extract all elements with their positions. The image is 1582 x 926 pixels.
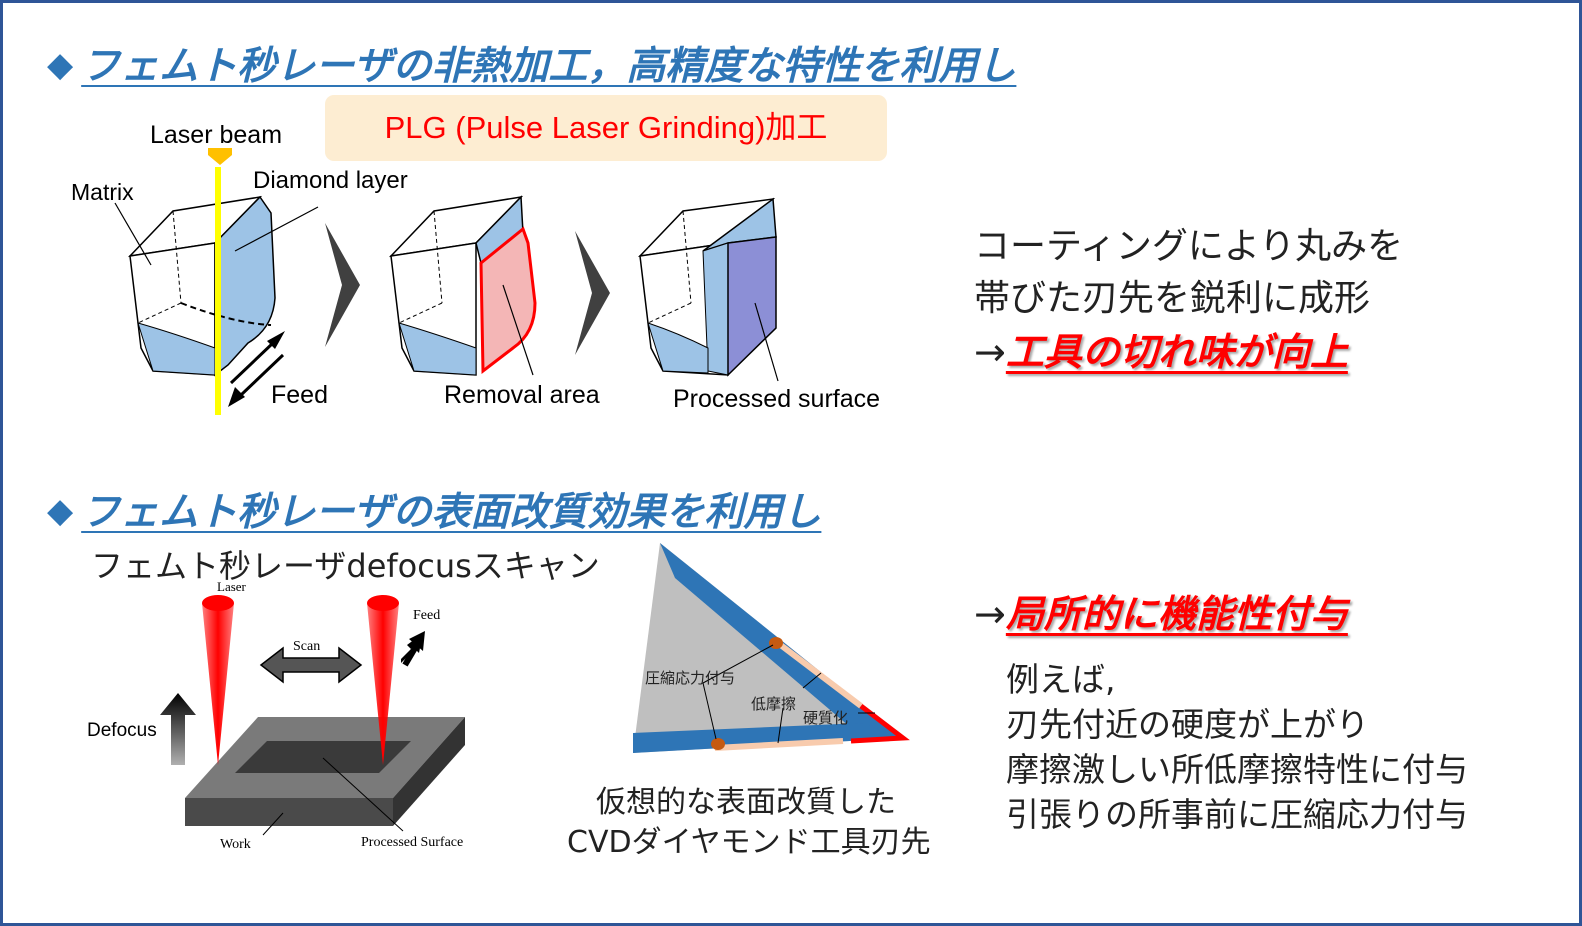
feed-small-label: Feed	[413, 608, 441, 623]
process-chevron-icon	[575, 231, 610, 355]
laser-beam-label: Laser beam	[150, 121, 283, 149]
hardening-label: 硬質化	[803, 709, 849, 727]
scan-label: Scan	[293, 639, 321, 654]
scan-arrow-icon	[259, 646, 363, 684]
example-line3: 摩擦激しい所低摩擦特性に付与	[1006, 750, 1468, 789]
matrix-label: Matrix	[71, 179, 134, 205]
process-chevron-icon	[325, 223, 360, 347]
plg-label-box: PLG (Pulse Laser Grinding)加工	[325, 95, 887, 161]
result-sharpness: →工具の切れ味が向上	[974, 321, 1348, 376]
tool-block-before	[114, 195, 319, 377]
diamond-bullet-icon: ◆	[47, 45, 74, 85]
tool-block-removal	[388, 195, 537, 376]
feed-arrows-icon	[228, 331, 285, 407]
example-line4: 引張りの所事前に圧縮応力付与	[1006, 795, 1468, 834]
heading-plg: ◆フェムト秒レーザの非熱加工，高精度な特性を利用し	[47, 35, 1016, 91]
laser-beam-arrow-icon	[208, 148, 232, 165]
work-piece-side	[393, 717, 465, 826]
feed-label: Feed	[271, 381, 328, 409]
coating-text-line2: 帯びた刃先を鋭利に成形	[974, 278, 1371, 319]
heading-plg-text: フェムト秒レーザの非熱加工，高精度な特性を利用し	[81, 44, 1017, 89]
defocus-scan-diagram	[160, 595, 465, 836]
tool-block-processed	[637, 197, 779, 382]
low-friction-label: 低摩擦	[751, 695, 797, 713]
work-label: Work	[220, 837, 251, 852]
tool-tip-bottom-edge	[633, 723, 903, 753]
defocus-label: Defocus	[87, 720, 157, 741]
compressive-strip-bottom	[714, 738, 844, 751]
example-line2: 刃先付近の硬度が上がり	[1006, 705, 1369, 744]
laser-beam-left-cone	[202, 603, 234, 765]
defocus-title-mid: defocus	[346, 547, 472, 585]
tool-caption-line2: CVDダイヤモンド工具刃先	[567, 825, 931, 860]
laser-small-label: Laser	[217, 579, 246, 594]
processed-surface-label: Processed surface	[673, 385, 881, 413]
arrow-right-icon: →	[974, 330, 1006, 374]
example-line1: 例えば,	[1006, 660, 1116, 699]
result-function: →局所的に機能性付与	[974, 583, 1348, 638]
result-function-text: 局所的に機能性付与	[1005, 592, 1348, 636]
defocus-scan-title: フェムト秒レーザdefocusスキャン	[91, 541, 600, 587]
removal-area-label: Removal area	[444, 381, 600, 409]
compressive-point-bottom	[711, 738, 725, 750]
processed-surface-area	[235, 741, 411, 773]
hardened-edge	[850, 704, 910, 744]
heading-surface-mod-text: フェムト秒レーザの表面改質効果を利用し	[81, 490, 822, 535]
defocus-title-prefix: フェムト秒レーザ	[91, 547, 347, 585]
cvd-tool-tip-diagram	[633, 543, 910, 753]
work-piece-front	[185, 798, 393, 826]
processed-surface-small-label: Processed Surface	[361, 835, 464, 850]
result-sharpness-text: 工具の切れ味が向上	[1005, 330, 1348, 374]
laser-beam-right-cone	[367, 603, 399, 765]
tool-caption-line1: 仮想的な表面改質した	[596, 785, 896, 820]
heading-surface-mod: ◆フェムト秒レーザの表面改質効果を利用し	[47, 481, 821, 537]
compressive-stress-label: 圧縮応力付与	[645, 669, 736, 687]
coating-text-line1: コーティングにより丸みを	[974, 226, 1404, 267]
plg-process-diagram	[114, 148, 779, 415]
arrow-right-icon: →	[974, 592, 1006, 636]
diamond-layer-label: Diamond layer	[253, 167, 408, 194]
compressive-point-top	[769, 637, 783, 649]
defocus-title-suffix: スキャン	[471, 547, 600, 585]
diamond-bullet-icon: ◆	[47, 491, 74, 531]
defocus-arrow-icon	[160, 693, 196, 765]
